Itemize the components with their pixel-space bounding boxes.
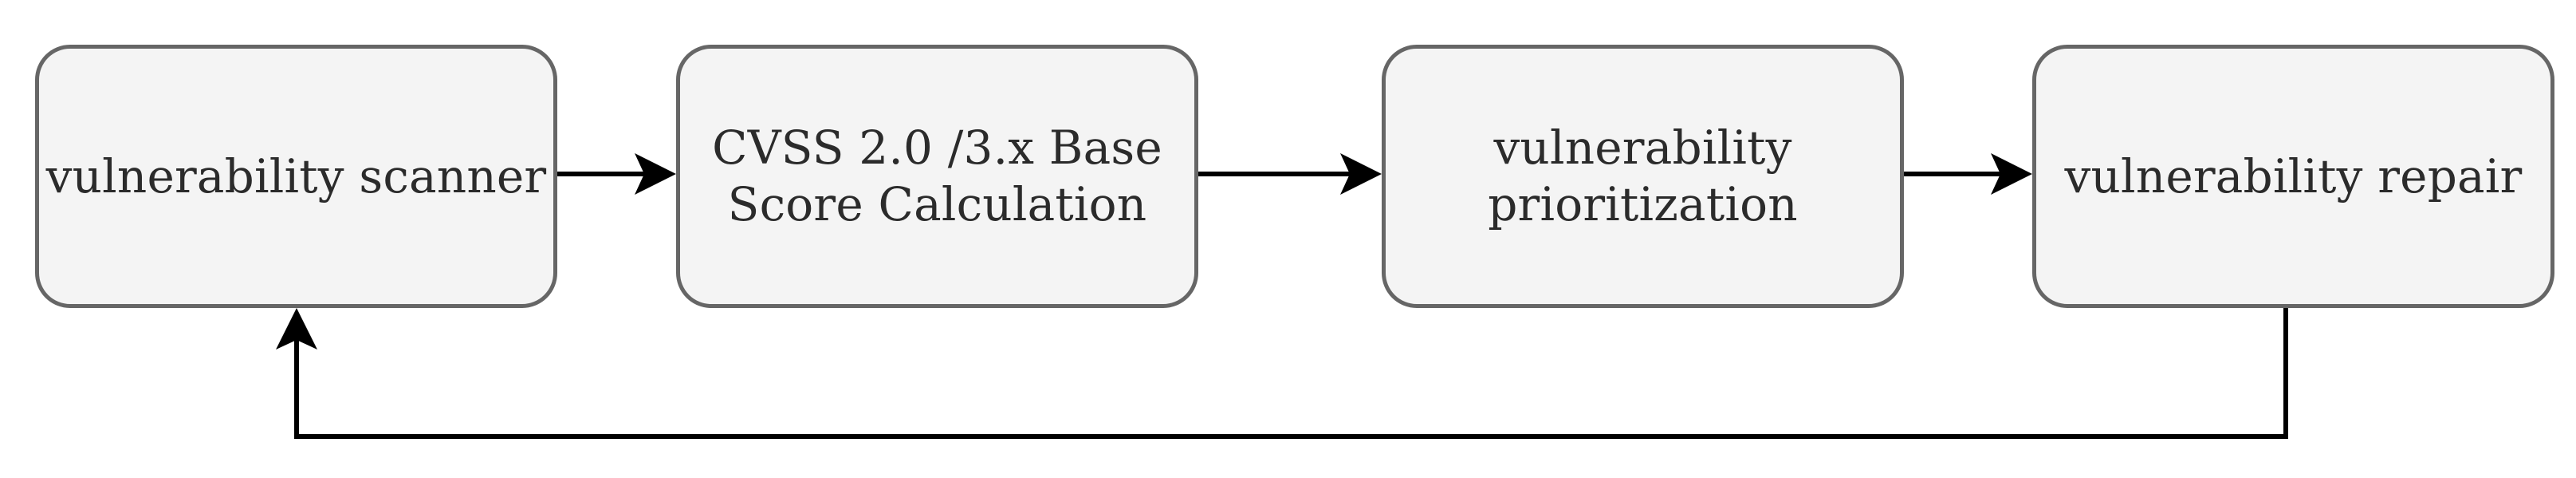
arrowhead-prioritization-to-repair	[1991, 153, 2032, 195]
node-label-vulnerability-prioritization: vulnerability prioritization	[1488, 120, 1798, 231]
arrowhead-repair-to-scanner	[276, 308, 317, 350]
node-vulnerability-repair: vulnerability repair	[2032, 45, 2554, 308]
node-vulnerability-prioritization: vulnerability prioritization	[1382, 45, 1904, 308]
arrow-repair-to-scanner	[294, 308, 2288, 439]
node-label-cvss-base-score-calculation: CVSS 2.0 /3.x Base Score Calculation	[712, 120, 1162, 231]
node-vulnerability-scanner: vulnerability scanner	[35, 45, 557, 308]
arrowhead-cvss-to-prioritization	[1340, 153, 1382, 195]
node-cvss-base-score-calculation: CVSS 2.0 /3.x Base Score Calculation	[676, 45, 1198, 308]
node-label-vulnerability-repair: vulnerability repair	[2064, 148, 2523, 203]
arrowhead-scanner-to-cvss	[635, 153, 676, 195]
node-label-vulnerability-scanner: vulnerability scanner	[45, 148, 547, 203]
